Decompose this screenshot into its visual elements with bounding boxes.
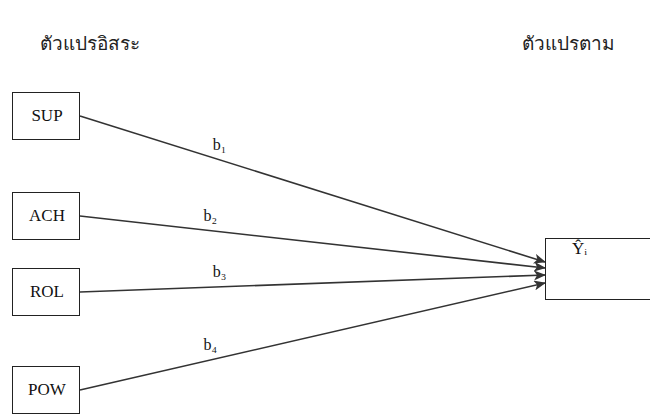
coefficient-label: b₄ — [201, 336, 219, 354]
regression-arrow — [80, 116, 545, 262]
coefficient-label: b₁ — [211, 136, 229, 154]
regression-arrow — [80, 275, 545, 292]
column-heading: ตัวแปรตาม — [522, 28, 615, 58]
coefficient-label: b₃ — [211, 263, 229, 281]
regression-arrow — [80, 283, 545, 390]
node-text: Ŷᵢ — [572, 239, 587, 259]
regression-arrow — [80, 216, 545, 268]
column-heading: ตัวแปรอิสระ — [40, 28, 140, 58]
node-text: SUP — [31, 106, 62, 126]
node-text: POW — [28, 380, 66, 400]
coefficient-label: b₂ — [201, 207, 219, 225]
outcome-box: Ŷᵢ — [545, 238, 650, 300]
variable-box: ROL — [12, 268, 80, 316]
node-text: ACH — [29, 206, 65, 226]
variable-box: ACH — [12, 192, 80, 240]
node-text: ROL — [30, 282, 64, 302]
variable-box: POW — [12, 366, 80, 414]
variable-box: SUP — [12, 92, 80, 140]
